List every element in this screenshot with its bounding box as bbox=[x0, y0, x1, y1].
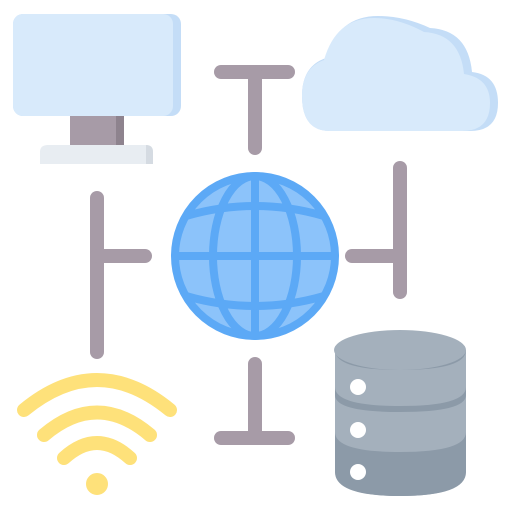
connector-left bbox=[90, 191, 152, 359]
monitor-icon bbox=[13, 14, 181, 164]
wifi-icon bbox=[17, 373, 177, 495]
cloud-icon bbox=[302, 16, 498, 131]
server-led-3 bbox=[350, 464, 366, 480]
server-database-icon bbox=[334, 330, 466, 496]
connector-top bbox=[214, 65, 295, 155]
globe-icon bbox=[171, 172, 339, 340]
connector-right bbox=[345, 161, 407, 299]
connector-bottom bbox=[214, 357, 295, 445]
server-led-2 bbox=[350, 422, 366, 438]
server-led-1 bbox=[350, 379, 366, 395]
